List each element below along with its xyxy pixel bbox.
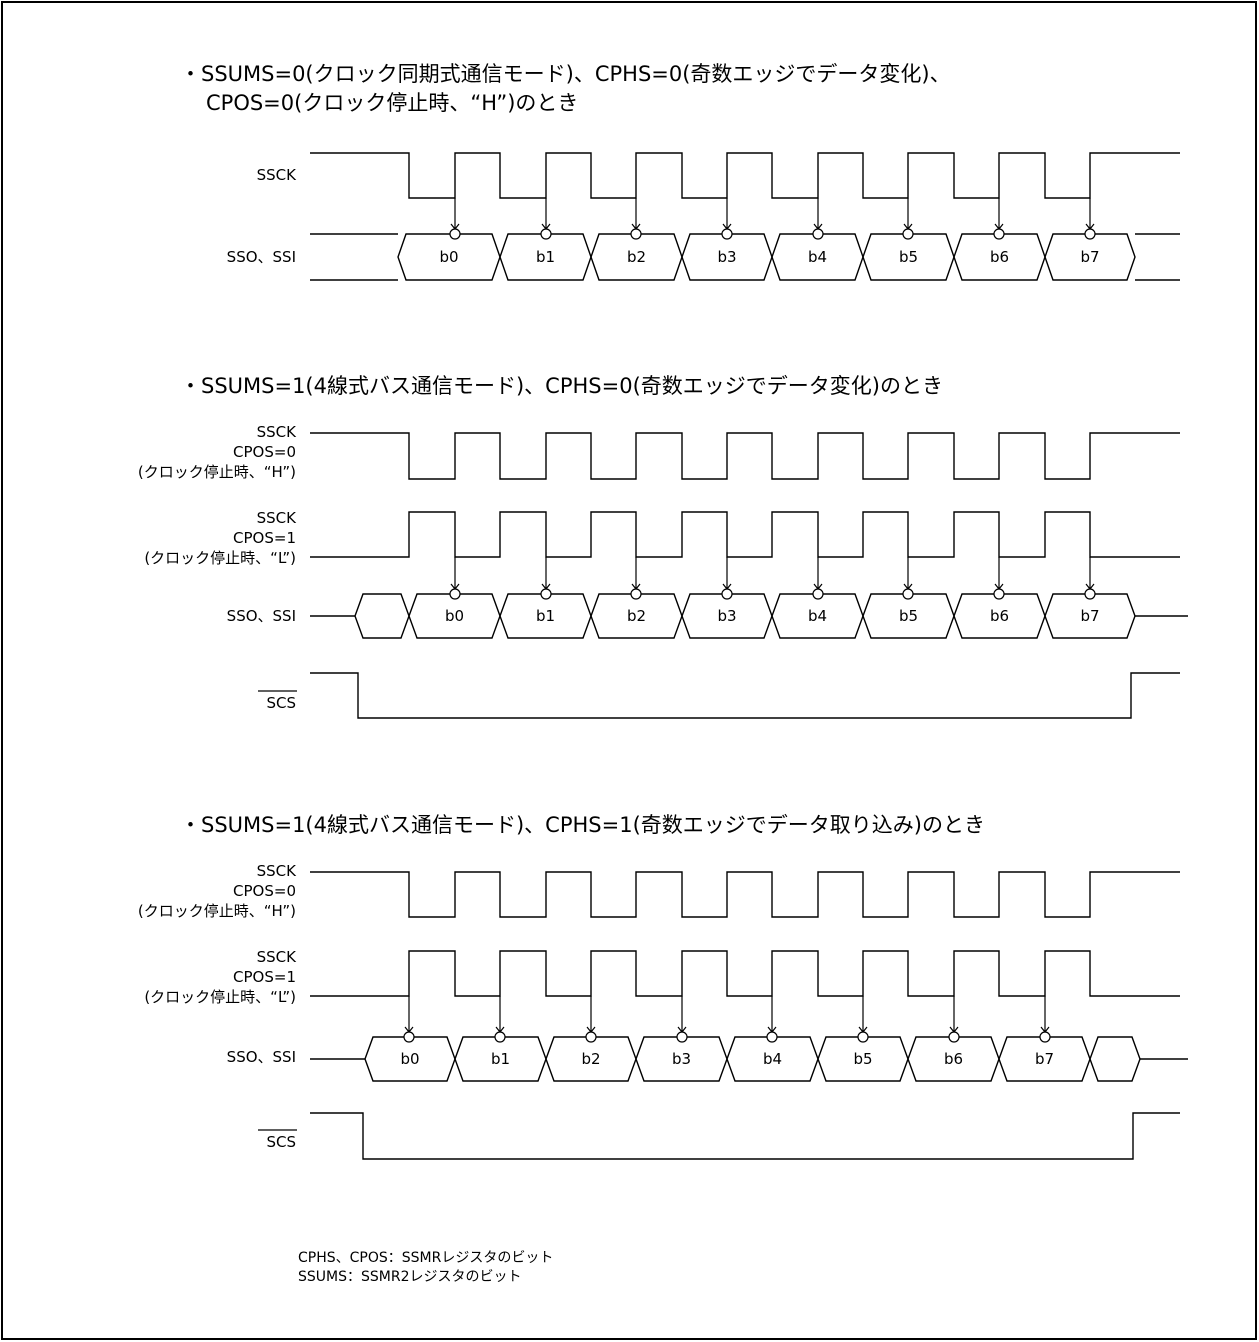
bit-label: b6 [990,607,1009,625]
s1-data-waveform: b0 b1 b2 b3 b4 b5 b6 b7 [310,198,1180,281]
bit-label: b4 [808,248,827,266]
s2-scs-waveform [310,672,1180,719]
s3-ssck1-label-line3: (クロック停止時、“H”) [138,902,296,920]
capture-point [540,588,552,600]
note-line-1: CPHS、CPOS：SSMRレジスタのビット [298,1250,553,1266]
clock-trace [310,950,1180,997]
bit-label: b0 [439,248,458,266]
s3-ssck2-label-line3: (クロック停止時、“L”) [144,988,296,1006]
note-line-2: SSUMS：SSMR2レジスタのビット [298,1269,521,1285]
clock-trace [310,152,1180,199]
bit-label: b6 [944,1050,963,1068]
s2-ssck1-label-line2: CPOS=0 [233,443,296,461]
capture-point [721,228,733,240]
capture-point [449,588,461,600]
clock-trace [310,432,1180,480]
capture-point [540,228,552,240]
bit-label: b2 [581,1050,600,1068]
capture-point [630,228,642,240]
s2-ssck2-label-line2: CPOS=1 [233,529,296,547]
capture-point [1084,228,1096,240]
bus-cell [1044,593,1136,639]
bit-label: b3 [717,607,736,625]
s2-data-label: SSO、SSI [227,607,296,625]
capture-point [993,588,1005,600]
s2-ssck1-label-line1: SSCK [257,423,298,441]
section1-title-line1: ・SSUMS=0(クロック同期式通信モード)、CPHS=0(奇数エッジでデータ変… [180,62,951,86]
s2-scs-label: SCS [266,694,296,712]
capture-point [585,1031,597,1043]
capture-point [1084,588,1096,600]
capture-point [630,588,642,600]
s3-ssck-cpos1-waveform [310,950,1180,997]
capture-point [1039,1031,1051,1043]
clock-trace [310,871,1180,918]
bit-label: b2 [627,607,646,625]
bit-label: b4 [763,1050,782,1068]
bit-label: b0 [400,1050,419,1068]
capture-point [494,1031,506,1043]
s1-ssck-label: SSCK [257,166,298,184]
bit-label: b7 [1035,1050,1054,1068]
s1-data-label: SSO、SSI [227,248,296,266]
capture-point [721,588,733,600]
s3-ssck2-label-line2: CPOS=1 [233,968,296,986]
bus-cell [354,593,410,639]
bit-label: b5 [899,248,918,266]
scs-trace [310,672,1180,719]
s3-ssck1-label-line2: CPOS=0 [233,882,296,900]
capture-point [902,588,914,600]
capture-point [993,228,1005,240]
bus-cell [1044,233,1136,281]
bit-label: b0 [445,607,464,625]
bit-label: b1 [536,607,555,625]
capture-point [812,228,824,240]
capture-point [403,1031,415,1043]
bit-label: b1 [491,1050,510,1068]
bit-label: b3 [717,248,736,266]
s2-ssck-cpos1-waveform [310,511,1180,558]
section1-title-line2: CPOS=0(クロック停止時、“H”)のとき [206,91,578,115]
s2-ssck-cpos0-waveform [310,432,1180,480]
capture-point [449,228,461,240]
bit-label: b3 [672,1050,691,1068]
s2-ssck1-label-line3: (クロック停止時、“H”) [138,463,296,481]
capture-point [857,1031,869,1043]
clock-trace [310,511,1180,558]
s3-ssck2-label-line1: SSCK [257,948,298,966]
s2-ssck2-label-line3: (クロック停止時、“L”) [144,549,296,567]
s3-data-label: SSO、SSI [227,1048,296,1066]
bit-label: b4 [808,607,827,625]
s3-ssck1-label-line1: SSCK [257,862,298,880]
bit-label: b6 [990,248,1009,266]
capture-point [676,1031,688,1043]
section3-title: ・SSUMS=1(4線式バス通信モード)、CPHS=1(奇数エッジでデータ取り込… [180,813,985,837]
bit-label: b7 [1080,607,1099,625]
s2-ssck2-label-line1: SSCK [257,509,298,527]
section2-title: ・SSUMS=1(4線式バス通信モード)、CPHS=0(奇数エッジでデータ変化)… [180,374,943,398]
bit-label: b7 [1080,248,1099,266]
scs-trace [310,1112,1180,1160]
bit-label: b5 [853,1050,872,1068]
capture-point [812,588,824,600]
capture-point [766,1031,778,1043]
capture-point [948,1031,960,1043]
capture-point [902,228,914,240]
s3-scs-waveform [310,1112,1180,1160]
bit-label: b1 [536,248,555,266]
s3-scs-label: SCS [266,1133,296,1151]
s2-data-waveform: b0 b1 b2 b3 b4 b5 b6 b7 [310,557,1188,639]
s3-ssck-cpos0-waveform [310,871,1180,918]
s3-data-waveform: b0 b1 b2 b3 b4 b5 b6 b7 [310,996,1188,1082]
bit-label: b2 [627,248,646,266]
bit-label: b5 [899,607,918,625]
s1-ssck-waveform [310,152,1180,199]
bus-cell [1089,1036,1141,1082]
